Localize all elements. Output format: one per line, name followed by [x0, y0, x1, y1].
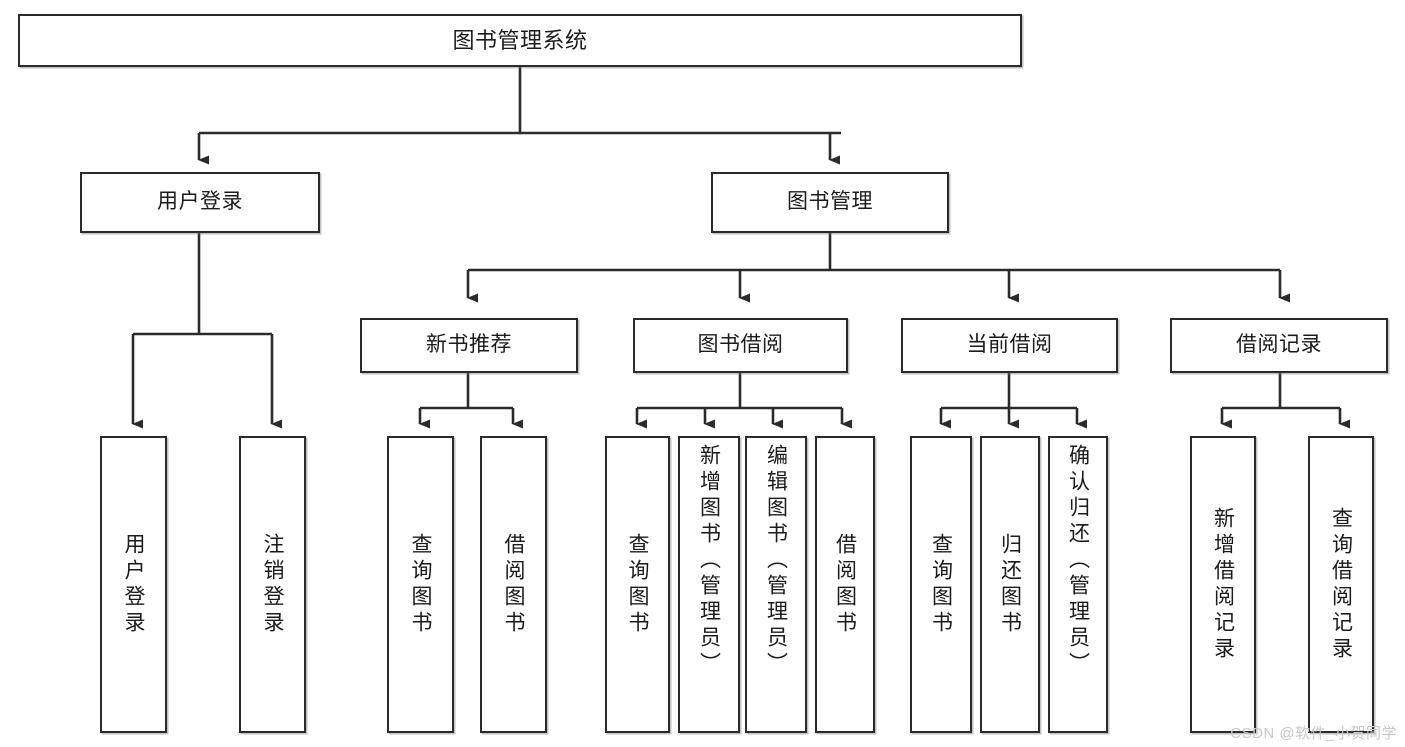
leaf-edit-book-admin[interactable]: 编辑图书（管理员） — [745, 436, 807, 733]
leaf-query-book-borrow[interactable]: 查询图书 — [605, 436, 670, 733]
node-label: 图书管理系统 — [452, 27, 588, 53]
leaf-query-book-recommend[interactable]: 查询图书 — [387, 436, 454, 733]
node-label: 查询借阅记录 — [1329, 506, 1353, 663]
node-label: 查询图书 — [626, 532, 649, 637]
node-label: 借阅记录 — [1236, 333, 1322, 357]
leaf-add-book-admin[interactable]: 新增图书（管理员） — [678, 436, 740, 733]
node-label: 图书借阅 — [697, 333, 784, 357]
node-label: 注销登录 — [261, 532, 284, 637]
node-label: 新增图书（管理员） — [697, 444, 721, 678]
leaf-add-borrow-record[interactable]: 新增借阅记录 — [1190, 436, 1256, 733]
node-label: 确认归还（管理员） — [1066, 444, 1090, 678]
node-label: 借阅图书 — [833, 532, 857, 637]
node-label: 新增借阅记录 — [1211, 506, 1235, 663]
node-label: 用户登录 — [122, 532, 145, 637]
node-borrow-record[interactable]: 借阅记录 — [1170, 318, 1388, 373]
node-label: 编辑图书（管理员） — [764, 444, 788, 678]
node-root-system[interactable]: 图书管理系统 — [18, 14, 1022, 67]
node-book-management[interactable]: 图书管理 — [711, 172, 949, 233]
node-label: 查询图书 — [409, 532, 432, 637]
leaf-borrow-book[interactable]: 借阅图书 — [815, 436, 875, 733]
node-user-login[interactable]: 用户登录 — [80, 172, 320, 233]
leaf-borrow-book-recommend[interactable]: 借阅图书 — [480, 436, 547, 733]
node-book-borrow[interactable]: 图书借阅 — [633, 318, 848, 373]
node-label: 用户登录 — [157, 190, 243, 214]
leaf-return-book[interactable]: 归还图书 — [980, 436, 1040, 733]
leaf-query-book-current[interactable]: 查询图书 — [910, 436, 972, 733]
node-label: 新书推荐 — [426, 333, 512, 357]
node-new-book-recommend[interactable]: 新书推荐 — [360, 318, 578, 373]
leaf-user-login[interactable]: 用户登录 — [100, 436, 167, 733]
node-label: 当前借阅 — [966, 333, 1053, 357]
node-current-borrow[interactable]: 当前借阅 — [901, 318, 1118, 373]
node-label: 借阅图书 — [502, 532, 525, 637]
leaf-confirm-return-admin[interactable]: 确认归还（管理员） — [1048, 436, 1108, 733]
watermark: CSDN @软件_小贺同学 — [1230, 725, 1397, 742]
leaf-query-borrow-record[interactable]: 查询借阅记录 — [1308, 436, 1374, 733]
node-label: 查询图书 — [929, 532, 953, 637]
leaf-logout[interactable]: 注销登录 — [239, 436, 306, 733]
node-label: 图书管理 — [787, 190, 873, 214]
node-label: 归还图书 — [998, 532, 1022, 637]
